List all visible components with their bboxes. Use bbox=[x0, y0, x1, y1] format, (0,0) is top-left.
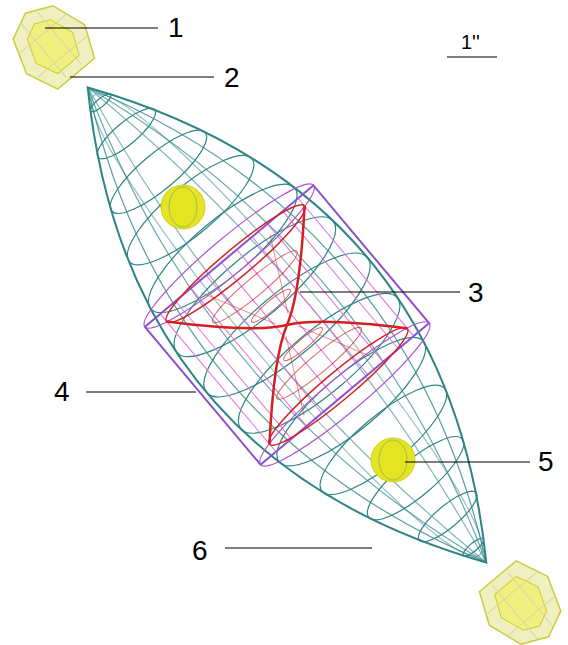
callout-number: 6 bbox=[192, 537, 208, 565]
end-cap bbox=[469, 552, 568, 645]
callout-number: 2 bbox=[224, 64, 240, 92]
callout-number: 1 bbox=[168, 14, 184, 42]
knot bbox=[161, 185, 205, 229]
callout-number: 3 bbox=[468, 279, 484, 307]
callout-number: 4 bbox=[54, 378, 70, 406]
scale-label: 1'' bbox=[461, 32, 480, 52]
scale-bar bbox=[447, 56, 497, 57]
leader-line bbox=[45, 28, 530, 548]
cylinder-wireframe bbox=[133, 172, 440, 479]
hourglass-wireframe bbox=[158, 195, 417, 455]
callout-number: 5 bbox=[538, 448, 554, 476]
end-cap bbox=[0, 0, 105, 98]
knot bbox=[371, 438, 415, 482]
spindle-wireframe bbox=[7, 20, 566, 630]
